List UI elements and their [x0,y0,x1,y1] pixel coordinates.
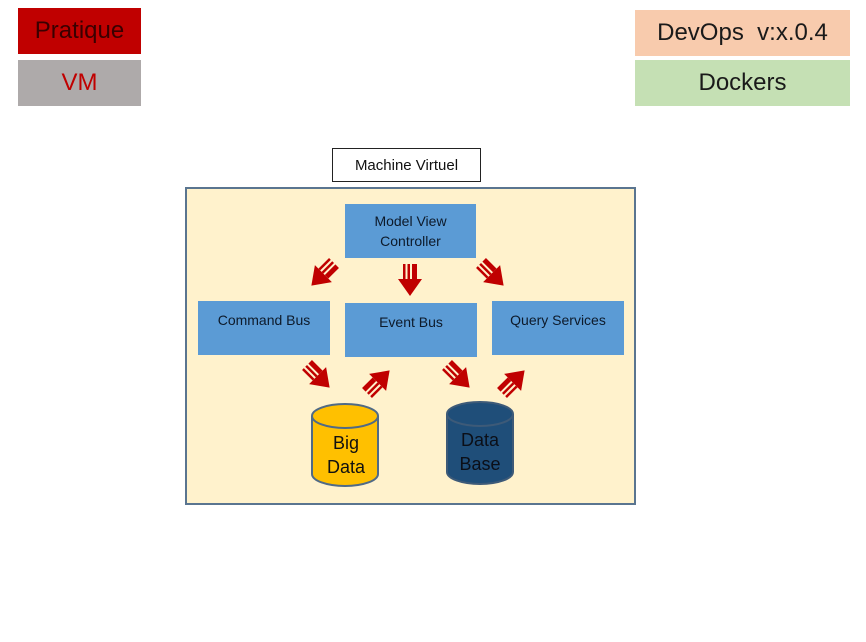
arrow-mvc-to-event-bus [398,264,422,296]
vm-tag: VM [18,60,141,106]
arrow-event-bus-to-data-base [438,356,479,397]
arrow-big-data-to-event-bus [358,361,399,402]
event-bus-node: Event Bus [345,303,477,357]
mvc-label: Model View Controller [374,212,447,249]
command-bus-label: Command Bus [217,312,311,328]
data-base-label: Data Base [459,430,501,475]
dockers-tag: Dockers [635,60,850,106]
devops-version-tag: DevOps v:x.0.4 [635,10,850,56]
query-services-node: Query Services [492,301,624,355]
pratique-tag: Pratique [18,8,141,54]
arrow-mvc-to-command-bus [302,254,343,295]
big-data-database-icon [311,403,379,487]
arrow-data-base-to-query-services [493,361,534,402]
arrow-layer [298,254,534,402]
arrow-command-bus-to-big-data [298,356,339,397]
command-bus-node: Command Bus [198,301,330,355]
event-bus-label: Event Bus [379,314,443,330]
machine-virtuel-label: Machine Virtuel [332,148,481,182]
arrow-mvc-to-query-services [472,254,513,295]
query-services-label: Query Services [510,312,606,328]
data-base-database-icon [446,401,514,485]
big-data-label: Big Data [326,433,366,478]
model-view-controller-node: Model View Controller [345,204,476,258]
